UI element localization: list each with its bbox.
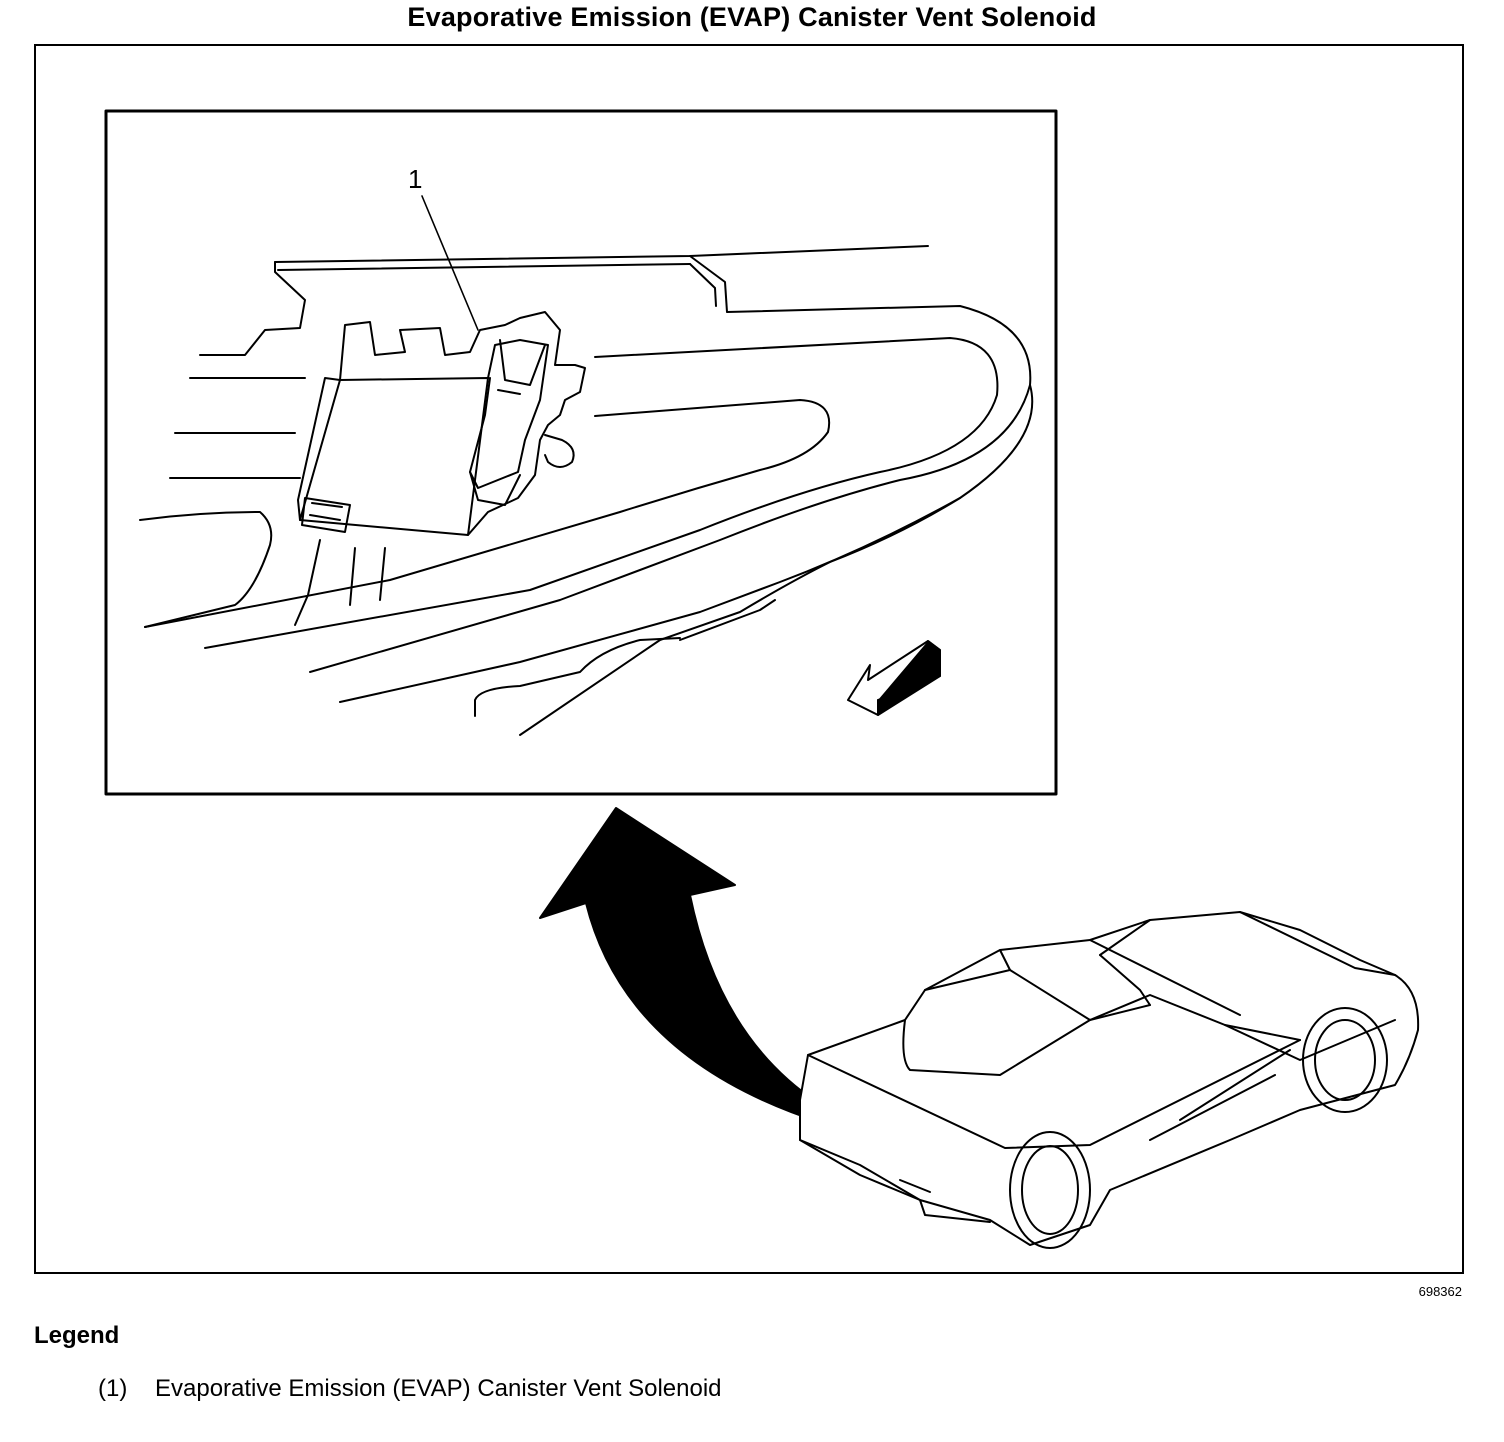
illustration-frame (34, 44, 1464, 1274)
front-wheel (1009, 1131, 1091, 1249)
legend-item-text: Evaporative Emission (EVAP) Canister Ven… (155, 1375, 722, 1402)
floor-pan-lines (139, 377, 386, 628)
callout-number-1: 1 (408, 164, 422, 194)
page-title: Evaporative Emission (EVAP) Canister Ven… (407, 2, 1097, 32)
body-panel-lines (144, 245, 1034, 736)
legend-heading: Legend (34, 1322, 120, 1349)
callout-leader-1 (421, 195, 479, 331)
detail-inset-frame (104, 109, 1058, 796)
vehicle-illustration (799, 911, 1420, 1249)
evap-canister-vent-solenoid (297, 311, 586, 536)
forward-direction-arrow (847, 640, 941, 716)
figure-id: 698362 (1418, 1284, 1462, 1299)
legend-item-number: (1) (98, 1375, 128, 1402)
rear-wheel (1302, 1007, 1388, 1113)
legend-item: (1) Evaporative Emission (EVAP) Canister … (98, 1374, 725, 1403)
